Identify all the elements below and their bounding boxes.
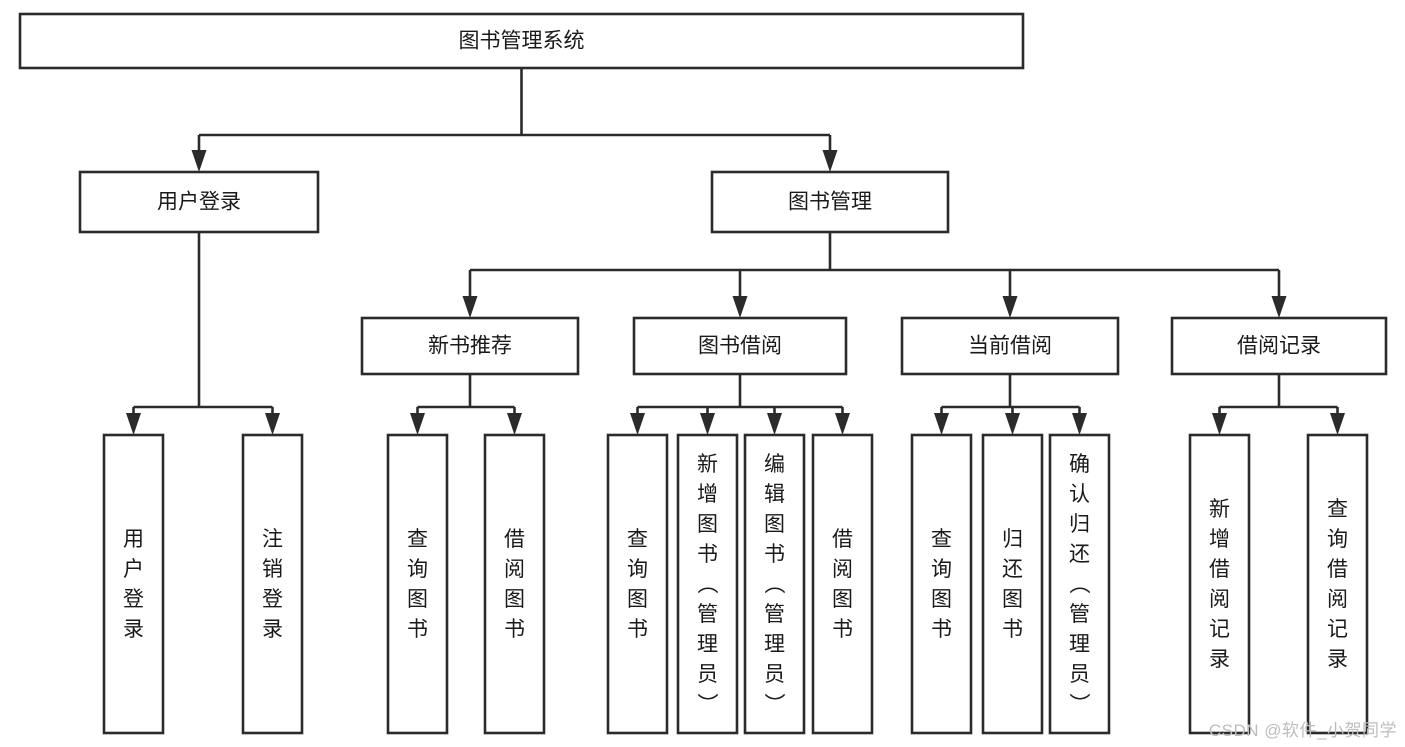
node-leaf-user-login-1-rect[interactable] xyxy=(241,433,304,735)
node-leaf-current-borrow-0-rect[interactable] xyxy=(910,433,973,735)
node-level2-0-rect[interactable] xyxy=(78,170,320,234)
node-level3-1-label: 图书借阅 xyxy=(698,335,782,358)
book_borrow-to-leaf-2-arrowhead xyxy=(767,413,782,435)
root-to-level2-0-arrowhead xyxy=(191,150,207,172)
node-level3-3[interactable]: 借阅记录 xyxy=(1170,316,1388,376)
node-leaf-book-borrow-2-label: 编辑图书（管理员） xyxy=(764,453,786,716)
node-leaf-current-borrow-2[interactable]: 确认归还（管理员） xyxy=(1048,433,1111,735)
booksmgmt-to-level3-0-arrowhead xyxy=(462,296,478,318)
node-leaf-user-login-0-rect[interactable] xyxy=(102,433,165,735)
node-layer: 图书管理系统用户登录图书管理新书推荐图书借阅当前借阅借阅记录用户登录注销登录查询… xyxy=(18,12,1388,735)
node-leaf-user-login-1-label: 注销登录 xyxy=(262,528,283,641)
borrow_record-to-leaf-1-arrowhead xyxy=(1330,413,1345,435)
current_borrow-to-leaf-2-arrowhead xyxy=(1072,413,1087,435)
node-leaf-new-book-0[interactable]: 查询图书 xyxy=(386,433,449,735)
booksmgmt-to-level3-2-arrowhead xyxy=(1002,296,1018,318)
node-level3-2-rect[interactable] xyxy=(900,316,1120,376)
node-level3-3-rect[interactable] xyxy=(1170,316,1388,376)
root-to-level2-1-arrowhead xyxy=(822,150,838,172)
node-level3-2-label: 当前借阅 xyxy=(968,335,1052,358)
new_book-to-leaf-0-arrowhead xyxy=(410,413,425,435)
userlogin-to-leaf-1-arrowhead xyxy=(265,413,280,435)
node-leaf-book-borrow-2-rect[interactable] xyxy=(743,433,806,735)
node-leaf-current-borrow-1-rect[interactable] xyxy=(981,433,1044,735)
node-root-图书管理系统-label: 图书管理系统 xyxy=(459,30,585,53)
node-root-图书管理系统[interactable]: 图书管理系统 xyxy=(18,12,1025,70)
booksmgmt-to-level3-1-arrowhead xyxy=(732,296,748,318)
node-level2-1-rect[interactable] xyxy=(710,170,950,234)
node-level3-1-rect[interactable] xyxy=(632,316,848,376)
userlogin-to-leaf-0-arrowhead xyxy=(126,413,141,435)
node-level2-0[interactable]: 用户登录 xyxy=(78,170,320,234)
node-leaf-book-borrow-1[interactable]: 新增图书（管理员） xyxy=(676,433,739,735)
node-level3-0[interactable]: 新书推荐 xyxy=(360,316,580,376)
book_borrow-to-leaf-1-arrowhead xyxy=(700,413,715,435)
node-leaf-borrow-record-1-label: 查询借阅记录 xyxy=(1327,498,1348,671)
node-leaf-current-borrow-0-label: 查询图书 xyxy=(931,528,952,641)
node-leaf-new-book-1[interactable]: 借阅图书 xyxy=(483,433,546,735)
book_borrow-to-leaf-3-arrowhead xyxy=(835,413,850,435)
node-level2-1-label: 图书管理 xyxy=(788,191,872,214)
node-leaf-user-login-1[interactable]: 注销登录 xyxy=(241,433,304,735)
connector-layer xyxy=(126,68,1345,435)
node-level2-1[interactable]: 图书管理 xyxy=(710,170,950,234)
node-leaf-user-login-0[interactable]: 用户登录 xyxy=(102,433,165,735)
node-leaf-book-borrow-0[interactable]: 查询图书 xyxy=(606,433,669,735)
node-level3-0-label: 新书推荐 xyxy=(428,335,512,358)
book_borrow-to-leaf-0-arrowhead xyxy=(630,413,645,435)
node-leaf-user-login-0-label: 用户登录 xyxy=(123,528,144,641)
node-leaf-new-book-0-label: 查询图书 xyxy=(407,528,428,641)
node-leaf-current-borrow-2-label: 确认归还（管理员） xyxy=(1069,453,1091,716)
node-leaf-current-borrow-1[interactable]: 归还图书 xyxy=(981,433,1044,735)
node-level3-1[interactable]: 图书借阅 xyxy=(632,316,848,376)
node-leaf-new-book-0-rect[interactable] xyxy=(386,433,449,735)
node-leaf-book-borrow-0-label: 查询图书 xyxy=(627,528,648,641)
node-leaf-current-borrow-2-rect[interactable] xyxy=(1048,433,1111,735)
node-leaf-borrow-record-0-label: 新增借阅记录 xyxy=(1209,498,1230,671)
node-leaf-book-borrow-3-rect[interactable] xyxy=(811,433,874,735)
node-leaf-book-borrow-2[interactable]: 编辑图书（管理员） xyxy=(743,433,806,735)
node-leaf-borrow-record-1[interactable]: 查询借阅记录 xyxy=(1306,433,1369,735)
current_borrow-to-leaf-1-arrowhead xyxy=(1005,413,1020,435)
booksmgmt-to-level3-3-arrowhead xyxy=(1271,296,1287,318)
node-leaf-borrow-record-0[interactable]: 新增借阅记录 xyxy=(1188,433,1251,735)
node-leaf-book-borrow-3[interactable]: 借阅图书 xyxy=(811,433,874,735)
node-level2-0-label: 用户登录 xyxy=(157,191,241,214)
node-leaf-new-book-1-rect[interactable] xyxy=(483,433,546,735)
node-leaf-book-borrow-1-rect[interactable] xyxy=(676,433,739,735)
node-level3-3-label: 借阅记录 xyxy=(1237,335,1321,358)
node-leaf-borrow-record-0-rect[interactable] xyxy=(1188,433,1251,735)
borrow_record-to-leaf-0-arrowhead xyxy=(1212,413,1227,435)
node-level3-0-rect[interactable] xyxy=(360,316,580,376)
node-leaf-current-borrow-0[interactable]: 查询图书 xyxy=(910,433,973,735)
node-leaf-borrow-record-1-rect[interactable] xyxy=(1306,433,1369,735)
new_book-to-leaf-1-arrowhead xyxy=(507,413,522,435)
node-level3-2[interactable]: 当前借阅 xyxy=(900,316,1120,376)
node-leaf-new-book-1-label: 借阅图书 xyxy=(504,528,525,641)
node-leaf-book-borrow-3-label: 借阅图书 xyxy=(832,528,853,641)
node-leaf-book-borrow-1-label: 新增图书（管理员） xyxy=(697,453,719,716)
current_borrow-to-leaf-0-arrowhead xyxy=(934,413,949,435)
node-leaf-current-borrow-1-label: 归还图书 xyxy=(1002,528,1023,641)
node-root-图书管理系统-rect[interactable] xyxy=(18,12,1025,70)
node-leaf-book-borrow-0-rect[interactable] xyxy=(606,433,669,735)
